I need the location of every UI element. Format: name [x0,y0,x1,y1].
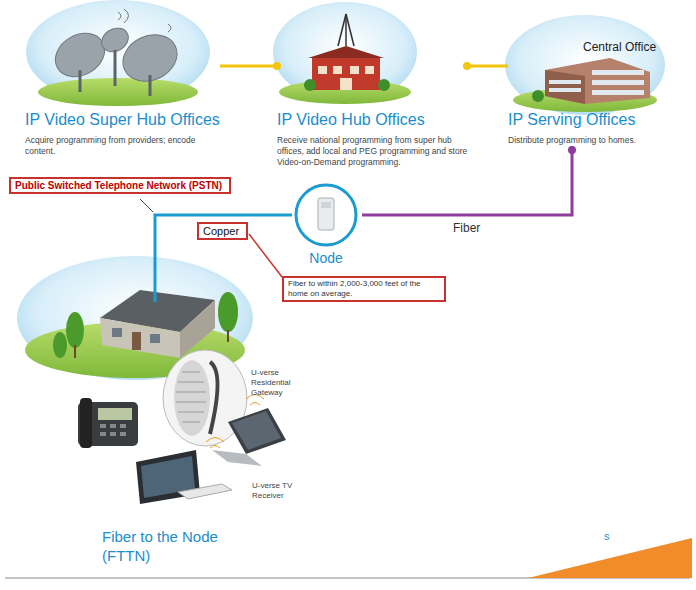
office-node: IP Video Super Hub OfficesAcquire progra… [25,5,220,157]
node-heading: Fiber to within 2,000-3,000 feet of the … [288,279,438,299]
connector-line [220,65,277,68]
building-label: Central Office [583,40,656,54]
connector-line [467,65,508,68]
node-heading: Public Switched Telephone Network (PSTN) [15,180,225,191]
callout-box: Public Switched Telephone Network (PSTN) [9,177,231,194]
device-label: U-verse Residential Gateway [251,368,299,398]
diagram-caption-label: Fiber to the Node (FTTN) [102,527,242,565]
stray-letter: s [604,530,610,542]
node-heading: Copper [203,225,242,237]
node-heading: IP Video Super Hub Offices [25,110,220,129]
connector-line [362,146,572,215]
node-heading: Node [290,250,362,266]
connector-dot [568,146,576,154]
office-node: IP Video Hub OfficesReceive national pro… [277,5,467,168]
node-description: Receive national programming from super … [277,135,472,168]
office-node: IP Serving OfficesDistribute programming… [508,5,673,146]
connector-label: Fiber [451,221,482,235]
node-description: Acquire programming from providers; enco… [25,135,205,157]
node-circle: Node [290,182,362,266]
callout-box: Fiber to within 2,000-3,000 feet of the … [282,276,446,302]
connector [220,62,281,70]
node-outline [290,182,362,248]
connector [362,146,576,215]
device-label: U-verse TV Receiver [252,481,300,501]
callout-box: Copper [197,222,248,240]
node-description: Distribute programming to homes. [508,135,668,146]
node-heading: IP Serving Offices [508,110,673,129]
connector-dot [463,62,471,70]
connector-dot [273,62,281,70]
node-heading: IP Video Hub Offices [277,110,467,129]
connector [463,62,508,70]
